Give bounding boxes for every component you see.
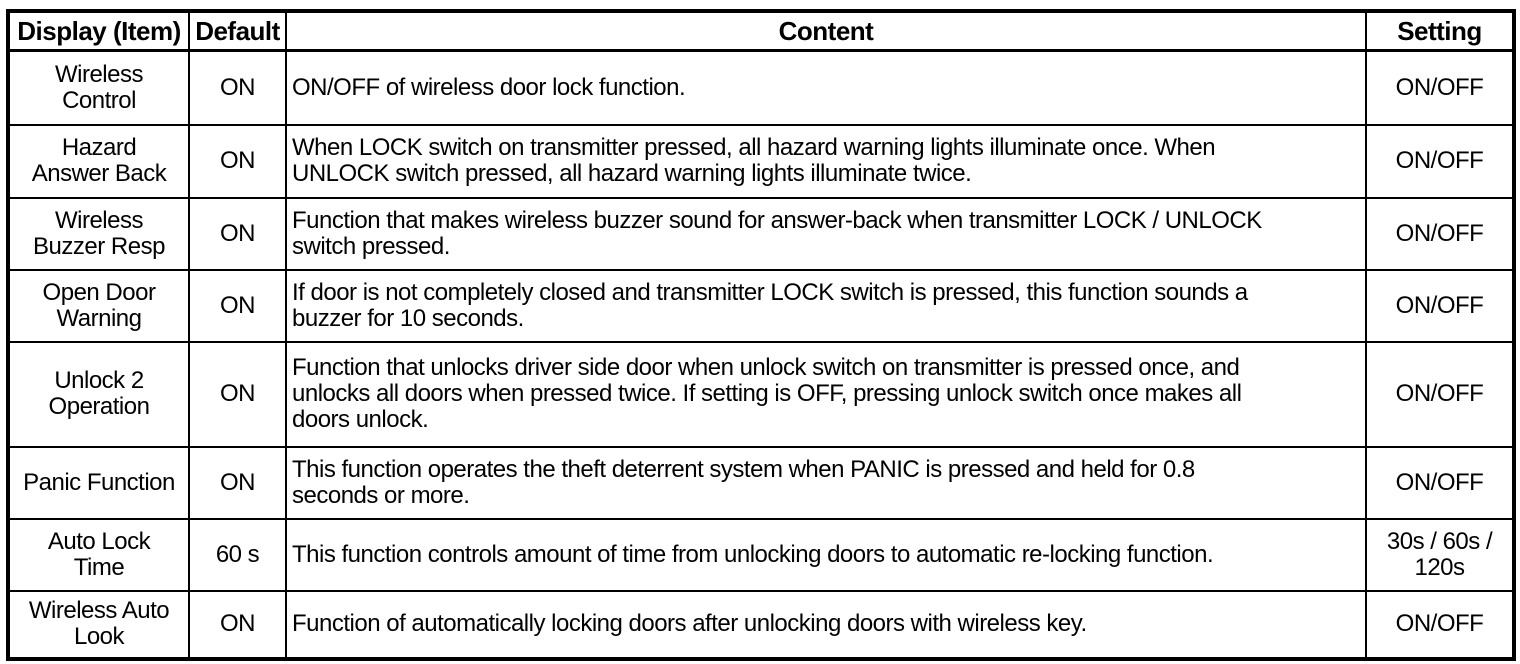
cell-display-item: Wireless Auto Look (7, 589, 190, 660)
cell-setting-options: ON/OFF (1365, 589, 1515, 660)
cell-default-value: ON (188, 196, 287, 271)
table-row-hazard-answer-back: Hazard Answer Back ON When LOCK switch o… (7, 123, 1515, 199)
column-header-display-item: Display (Item) (7, 10, 190, 52)
cell-content-text: ON/OFF of wireless door lock function. (285, 49, 1367, 126)
cell-setting-options: ON/OFF (1365, 340, 1515, 448)
cell-content-text: If door is not completely closed and tra… (285, 268, 1367, 343)
table-row-wireless-control: Wireless Control ON ON/OFF of wireless d… (7, 49, 1515, 126)
cell-default-value: ON (188, 123, 287, 199)
cell-default-value: ON (188, 268, 287, 343)
column-header-default: Default (188, 10, 287, 52)
cell-setting-options: ON/OFF (1365, 49, 1515, 126)
cell-setting-options: ON/OFF (1365, 445, 1515, 520)
cell-display-item: Panic Function (7, 445, 190, 520)
table-row-wireless-buzzer-resp: Wireless Buzzer Resp ON Function that ma… (7, 196, 1515, 271)
cell-default-value: 60 s (188, 517, 287, 592)
cell-default-value: ON (188, 49, 287, 126)
cell-content-text: This function controls amount of time fr… (285, 517, 1367, 592)
wireless-door-lock-settings-table: Display (Item) Default Content Setting W… (6, 9, 1516, 661)
cell-display-item: Hazard Answer Back (7, 123, 190, 199)
table-row-unlock-2-operation: Unlock 2 Operation ON Function that unlo… (7, 340, 1515, 448)
table-row-open-door-warning: Open Door Warning ON If door is not comp… (7, 268, 1515, 343)
table-row-auto-lock-time: Auto Lock Time 60 s This function contro… (7, 517, 1515, 592)
cell-display-item: Wireless Buzzer Resp (7, 196, 190, 271)
table-row-panic-function: Panic Function ON This function operates… (7, 445, 1515, 520)
cell-content-text: When LOCK switch on transmitter pressed,… (285, 123, 1367, 199)
cell-display-item: Open Door Warning (7, 268, 190, 343)
cell-default-value: ON (188, 589, 287, 660)
column-header-setting: Setting (1365, 10, 1515, 52)
cell-content-text: This function operates the theft deterre… (285, 445, 1367, 520)
table-row-wireless-auto-look: Wireless Auto Look ON Function of automa… (7, 589, 1515, 660)
header-row: Display (Item) Default Content Setting (7, 10, 1515, 52)
cell-setting-options: 30s / 60s / 120s (1365, 517, 1515, 592)
cell-content-text: Function that unlocks driver side door w… (285, 340, 1367, 448)
cell-display-item: Auto Lock Time (7, 517, 190, 592)
cell-default-value: ON (188, 340, 287, 448)
cell-setting-options: ON/OFF (1365, 268, 1515, 343)
cell-default-value: ON (188, 445, 287, 520)
cell-content-text: Function that makes wireless buzzer soun… (285, 196, 1367, 271)
cell-setting-options: ON/OFF (1365, 196, 1515, 271)
cell-display-item: Unlock 2 Operation (7, 340, 190, 448)
cell-display-item: Wireless Control (7, 49, 190, 126)
column-header-content: Content (285, 10, 1367, 52)
cell-content-text: Function of automatically locking doors … (285, 589, 1367, 660)
cell-setting-options: ON/OFF (1365, 123, 1515, 199)
